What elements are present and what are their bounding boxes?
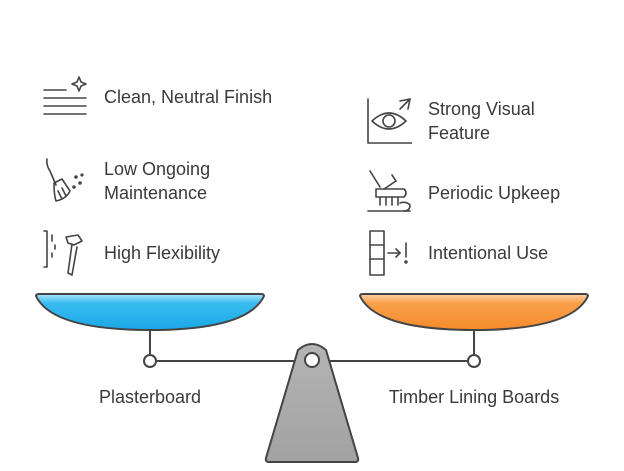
right-item-label: Periodic Upkeep <box>428 183 561 203</box>
arrow-to-panel-icon <box>366 227 412 279</box>
left-pan-label: Plasterboard <box>98 387 202 407</box>
left-item-clean-finish: Clean, Neutral Finish <box>42 71 272 123</box>
left-pan <box>34 293 266 332</box>
hammer-icon <box>42 227 88 279</box>
right-item-periodic-upkeep: Periodic Upkeep <box>366 167 560 219</box>
right-pan <box>358 293 590 332</box>
right-item-label: Strong Visual Feature <box>428 99 535 143</box>
broom-icon <box>42 155 88 207</box>
right-item-visual-feature: Strong Visual Feature <box>366 95 598 147</box>
scale-stand <box>264 343 360 463</box>
pivot-icon <box>304 352 320 368</box>
cleaning-brush-icon <box>366 167 412 219</box>
right-item-label: Intentional Use <box>428 243 549 263</box>
right-beam-joint <box>467 354 481 368</box>
eye-frame-icon <box>366 95 412 147</box>
left-item-label: High Flexibility <box>104 243 221 263</box>
left-item-label: Low Ongoing Maintenance <box>104 159 211 203</box>
left-item-low-maintenance: Low Ongoing Maintenance <box>42 155 274 207</box>
right-item-intentional-use: Intentional Use <box>366 227 548 279</box>
right-pan-label: Timber Lining Boards <box>388 387 560 407</box>
left-item-label: Clean, Neutral Finish <box>104 87 273 107</box>
left-item-high-flexibility: High Flexibility <box>42 227 220 279</box>
left-beam-joint <box>143 354 157 368</box>
sparkle-lines-icon <box>42 71 88 123</box>
